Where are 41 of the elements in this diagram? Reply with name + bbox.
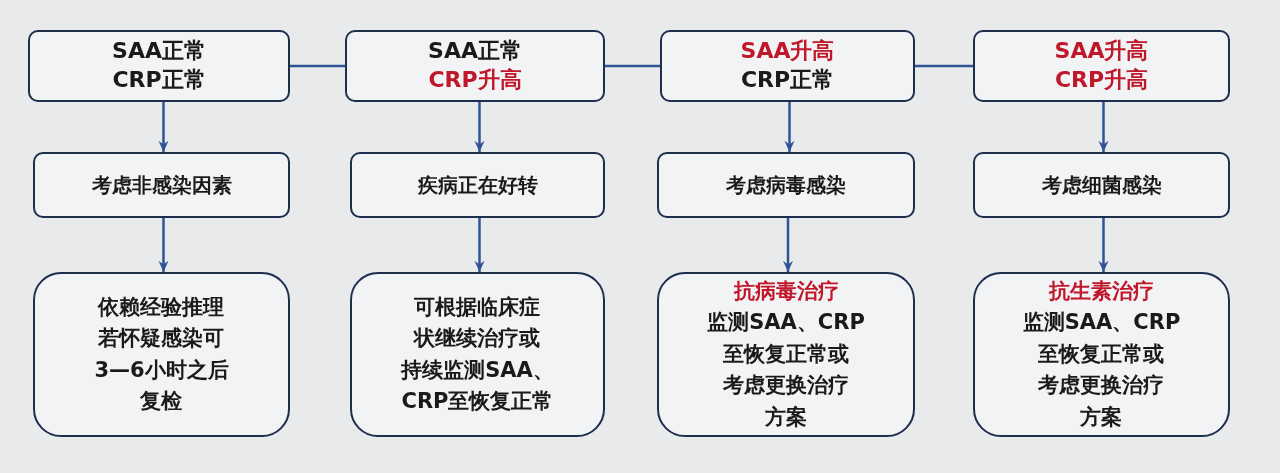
process-box (657, 272, 915, 437)
process-box (973, 272, 1230, 437)
process-box (973, 152, 1230, 218)
box-text: 依赖经验推理若怀疑感染可3—6小时之后复检 (94, 293, 229, 415)
box-text: 监测SAA、CRP至恢复正常或考虑更换治疗方案 (707, 309, 865, 431)
box-text: SAA升高 (740, 37, 835, 66)
box-text: SAA正常 (428, 37, 522, 66)
arrow (158, 102, 169, 152)
box-text: CRP升高 (428, 66, 522, 94)
process-box (660, 30, 915, 102)
connector-line (915, 64, 973, 68)
connector-line (290, 64, 345, 68)
connector-line (605, 64, 660, 68)
box-text: CRP正常 (740, 66, 835, 94)
box-text: 可根据临床症状继续治疗或持续监测SAA、CRP至恢复正常 (401, 293, 554, 415)
process-box (33, 152, 290, 218)
process-box (350, 272, 605, 437)
box-text: 考虑非感染因素 (91, 172, 232, 198)
arrow (1098, 218, 1109, 272)
process-box (33, 272, 290, 437)
box-text: 抗生素治疗 (1049, 277, 1154, 305)
process-box (973, 30, 1230, 102)
box-text: 考虑细菌感染 (1041, 172, 1162, 198)
arrow (474, 218, 485, 272)
process-box (345, 30, 605, 102)
arrow (1098, 102, 1109, 152)
process-box (350, 152, 605, 218)
box-text: CRP正常 (112, 66, 206, 94)
box-text: 考虑病毒感染 (726, 172, 846, 198)
arrow (474, 102, 485, 152)
process-box (657, 152, 915, 218)
box-text: 监测SAA、CRP至恢复正常或考虑更换治疗方案 (1022, 309, 1181, 431)
box-text: CRP升高 (1054, 66, 1149, 94)
process-box (28, 30, 290, 102)
arrow (783, 218, 793, 272)
box-text: SAA升高 (1054, 37, 1149, 66)
box-text: 抗病毒治疗 (733, 277, 839, 305)
box-text: SAA正常 (112, 37, 206, 66)
arrow (158, 218, 169, 272)
box-text: 疾病正在好转 (417, 172, 538, 198)
arrow (784, 102, 795, 152)
